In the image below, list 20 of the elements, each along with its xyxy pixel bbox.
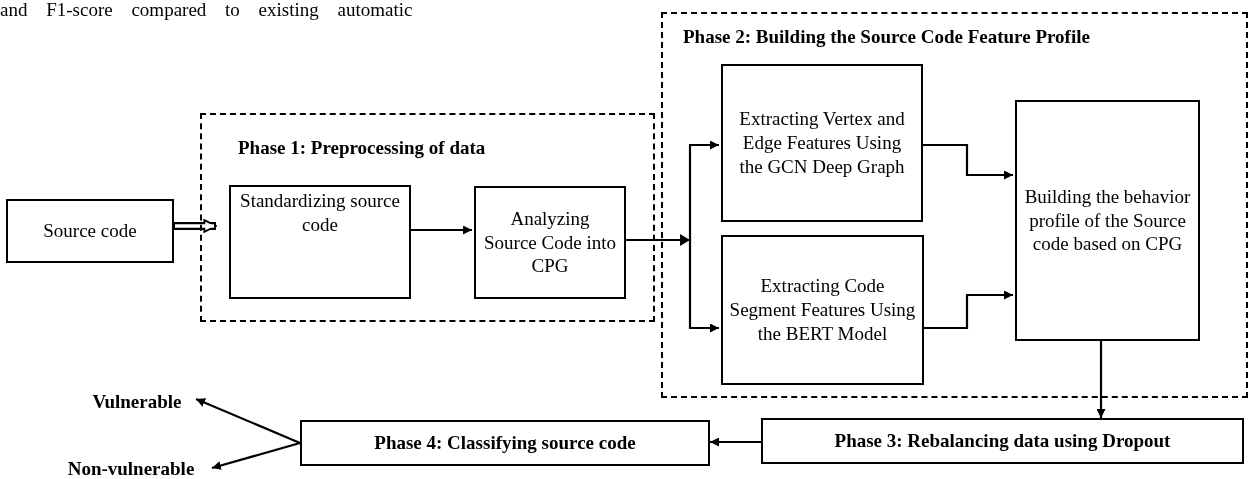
phase-box: Phase 3: Rebalancing data using Dropout [761,418,1244,464]
phase-group [200,113,655,322]
arrow [195,398,301,444]
phase-group [661,12,1248,398]
process-box: Building the behavior profile of the Source code based on CPG [1015,100,1200,341]
output-label: Non-vulnerable [67,457,195,479]
output-label: Vulnerable [92,390,182,414]
arrow [1096,339,1106,418]
phase-title: Phase 1: Preprocessing of data [238,137,486,159]
process-box: Extracting Vertex and Edge Features Using the GCN Deep Graph [721,64,923,222]
arrow [710,437,761,447]
process-box: Extracting Code Segment Features Using the BERT Model [721,235,924,385]
process-box: Analyzing Source Code into CPG [474,186,626,299]
process-box: Standardizing source code [229,185,411,299]
phase-title: Phase 2: Building the Source Code Feature Profile [683,26,1090,48]
phase-box: Phase 4: Classifying source code [300,420,710,466]
process-box: Source code [6,199,174,263]
arrow [211,441,301,470]
body-text: and F1-score compared to existing automatic [0,0,413,21]
arrow [174,219,217,233]
